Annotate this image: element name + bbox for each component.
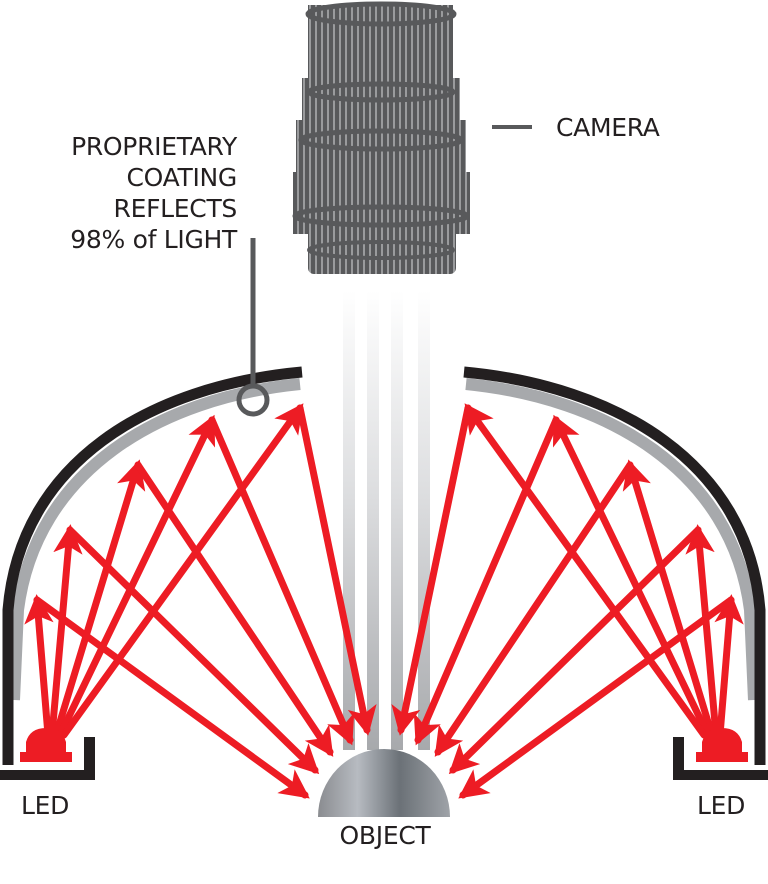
dome-right	[463, 366, 766, 765]
coating-label: PROPRIETARY COATING REFLECTS 98% of LIGH…	[70, 131, 237, 255]
light-rays-left	[24, 403, 377, 799]
camera-label: CAMERA	[556, 113, 660, 142]
led-right-icon	[673, 728, 768, 780]
reflective-coating-right	[465, 378, 760, 701]
coating-label-line3: REFLECTS	[113, 194, 238, 223]
led-left-icon	[0, 728, 95, 780]
camera-icon	[292, 1, 470, 274]
dome-shell-right	[463, 366, 766, 765]
coating-label-line4: 98% of LIGHT	[70, 225, 237, 254]
coating-label-line1: PROPRIETARY	[71, 132, 237, 161]
object-label: OBJECT	[339, 821, 431, 850]
dome-shell-left	[2, 366, 303, 765]
coating-label-line2: COATING	[126, 163, 238, 192]
led-right-label: LED	[697, 791, 746, 820]
light-rays-right	[391, 403, 744, 799]
object-dome-icon	[318, 749, 450, 817]
led-left-label: LED	[21, 791, 70, 820]
coating-callout	[236, 238, 270, 417]
